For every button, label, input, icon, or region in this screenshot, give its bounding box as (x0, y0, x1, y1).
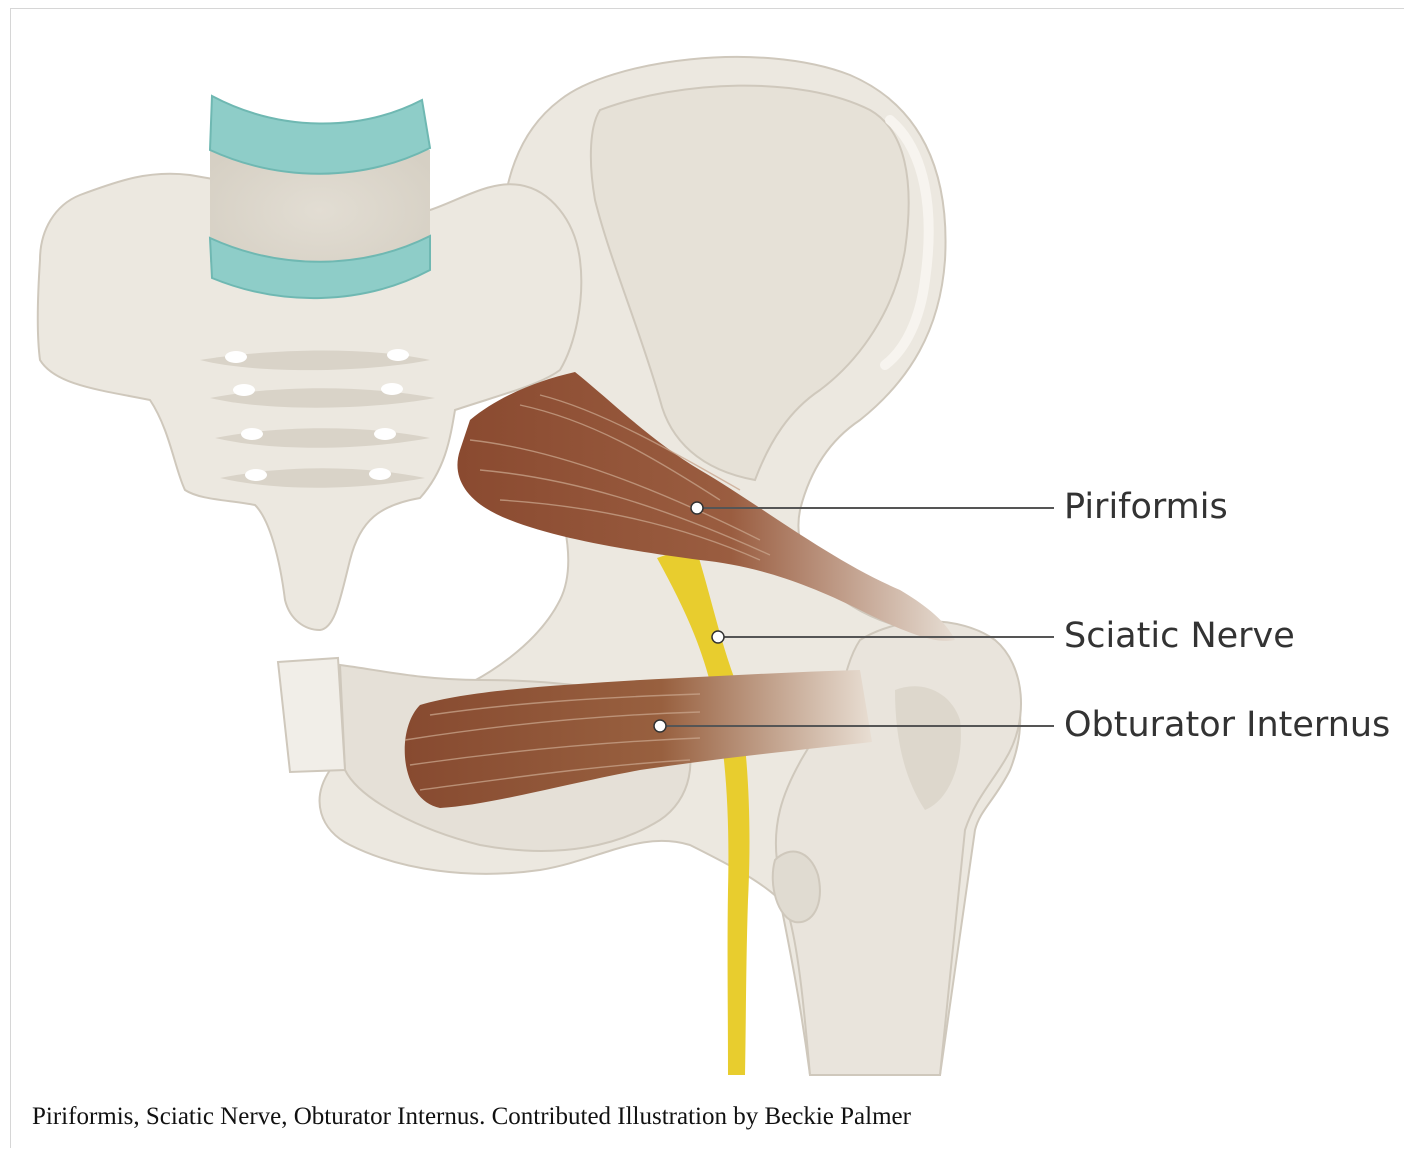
figure-caption: Piriformis, Sciatic Nerve, Obturator Int… (32, 1104, 911, 1129)
sacral-foramen (369, 468, 391, 480)
sacral-foramen (241, 428, 263, 440)
sacral-foramen (245, 469, 267, 481)
obturator-internus-pointer-dot (654, 720, 666, 732)
sacral-foramen (225, 351, 247, 363)
sciatic-nerve-label: Sciatic Nerve (1064, 619, 1295, 654)
intervertebral-disc-top (210, 96, 430, 174)
sacral-foramen (374, 428, 396, 440)
piriformis-pointer-dot (691, 502, 703, 514)
pubic-symphysis (278, 658, 345, 772)
sciatic-nerve-pointer-dot (712, 631, 724, 643)
sacral-foramen (387, 349, 409, 361)
piriformis-label: Piriformis (1064, 490, 1228, 525)
lesser-trochanter (773, 852, 820, 923)
obturator-internus-label: Obturator Internus (1064, 708, 1390, 743)
sacral-foramen (233, 384, 255, 396)
sacral-foramen (381, 383, 403, 395)
